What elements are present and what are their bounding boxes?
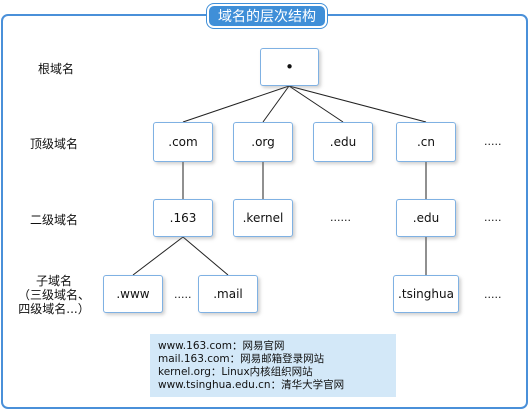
node-cn: .cn	[396, 122, 456, 162]
level-label-sub-3: 四级域名...）	[18, 302, 90, 316]
legend-item: www.tsinghua.edu.cn：清华大学官网	[158, 379, 345, 391]
node-com: .com	[153, 122, 213, 162]
legend-item: kernel.org：Linux内核组织网站	[158, 366, 313, 378]
node-root: •	[260, 48, 319, 86]
node-tsinghua: .tsinghua	[393, 275, 459, 313]
level-label-sub-2: （三级域名、	[17, 288, 90, 302]
edge-root-com	[182, 85, 290, 123]
ellipsis-second-mid: ......	[330, 211, 351, 224]
legend-item: www.163.com：网易官网	[158, 340, 285, 352]
edge-root-edu	[288, 85, 344, 123]
legend-item: mail.163.com：网易邮箱登录网站	[158, 353, 325, 365]
edge-root-org	[262, 85, 290, 123]
level-label-second: 二级域名	[29, 213, 78, 227]
ellipsis-second-right: .....	[484, 211, 502, 224]
node-kernel: .kernel	[233, 199, 293, 237]
edge-163-www	[132, 236, 184, 276]
node-163: .163	[153, 199, 213, 237]
level-label-sub-1: 子域名	[35, 274, 72, 288]
node-org: .org	[233, 122, 293, 162]
level-label-root: 根域名	[37, 62, 74, 76]
node-cn-edu: .edu	[396, 199, 456, 237]
edge-163-mail	[182, 236, 229, 276]
node-mail: .mail	[198, 275, 258, 313]
node-edu: .edu	[313, 122, 373, 162]
level-label-top: 顶级域名	[29, 137, 78, 151]
diagram-title: 域名的层次结构	[207, 4, 327, 28]
ellipsis-top: .....	[484, 135, 502, 148]
edge-root-cn	[288, 85, 427, 123]
ellipsis-sub-right: .....	[484, 288, 502, 301]
node-www: .www	[103, 275, 163, 313]
ellipsis-sub-mid: .....	[174, 288, 192, 301]
legend-box: www.163.com：网易官网 mail.163.com：网易邮箱登录网站 k…	[150, 334, 396, 397]
